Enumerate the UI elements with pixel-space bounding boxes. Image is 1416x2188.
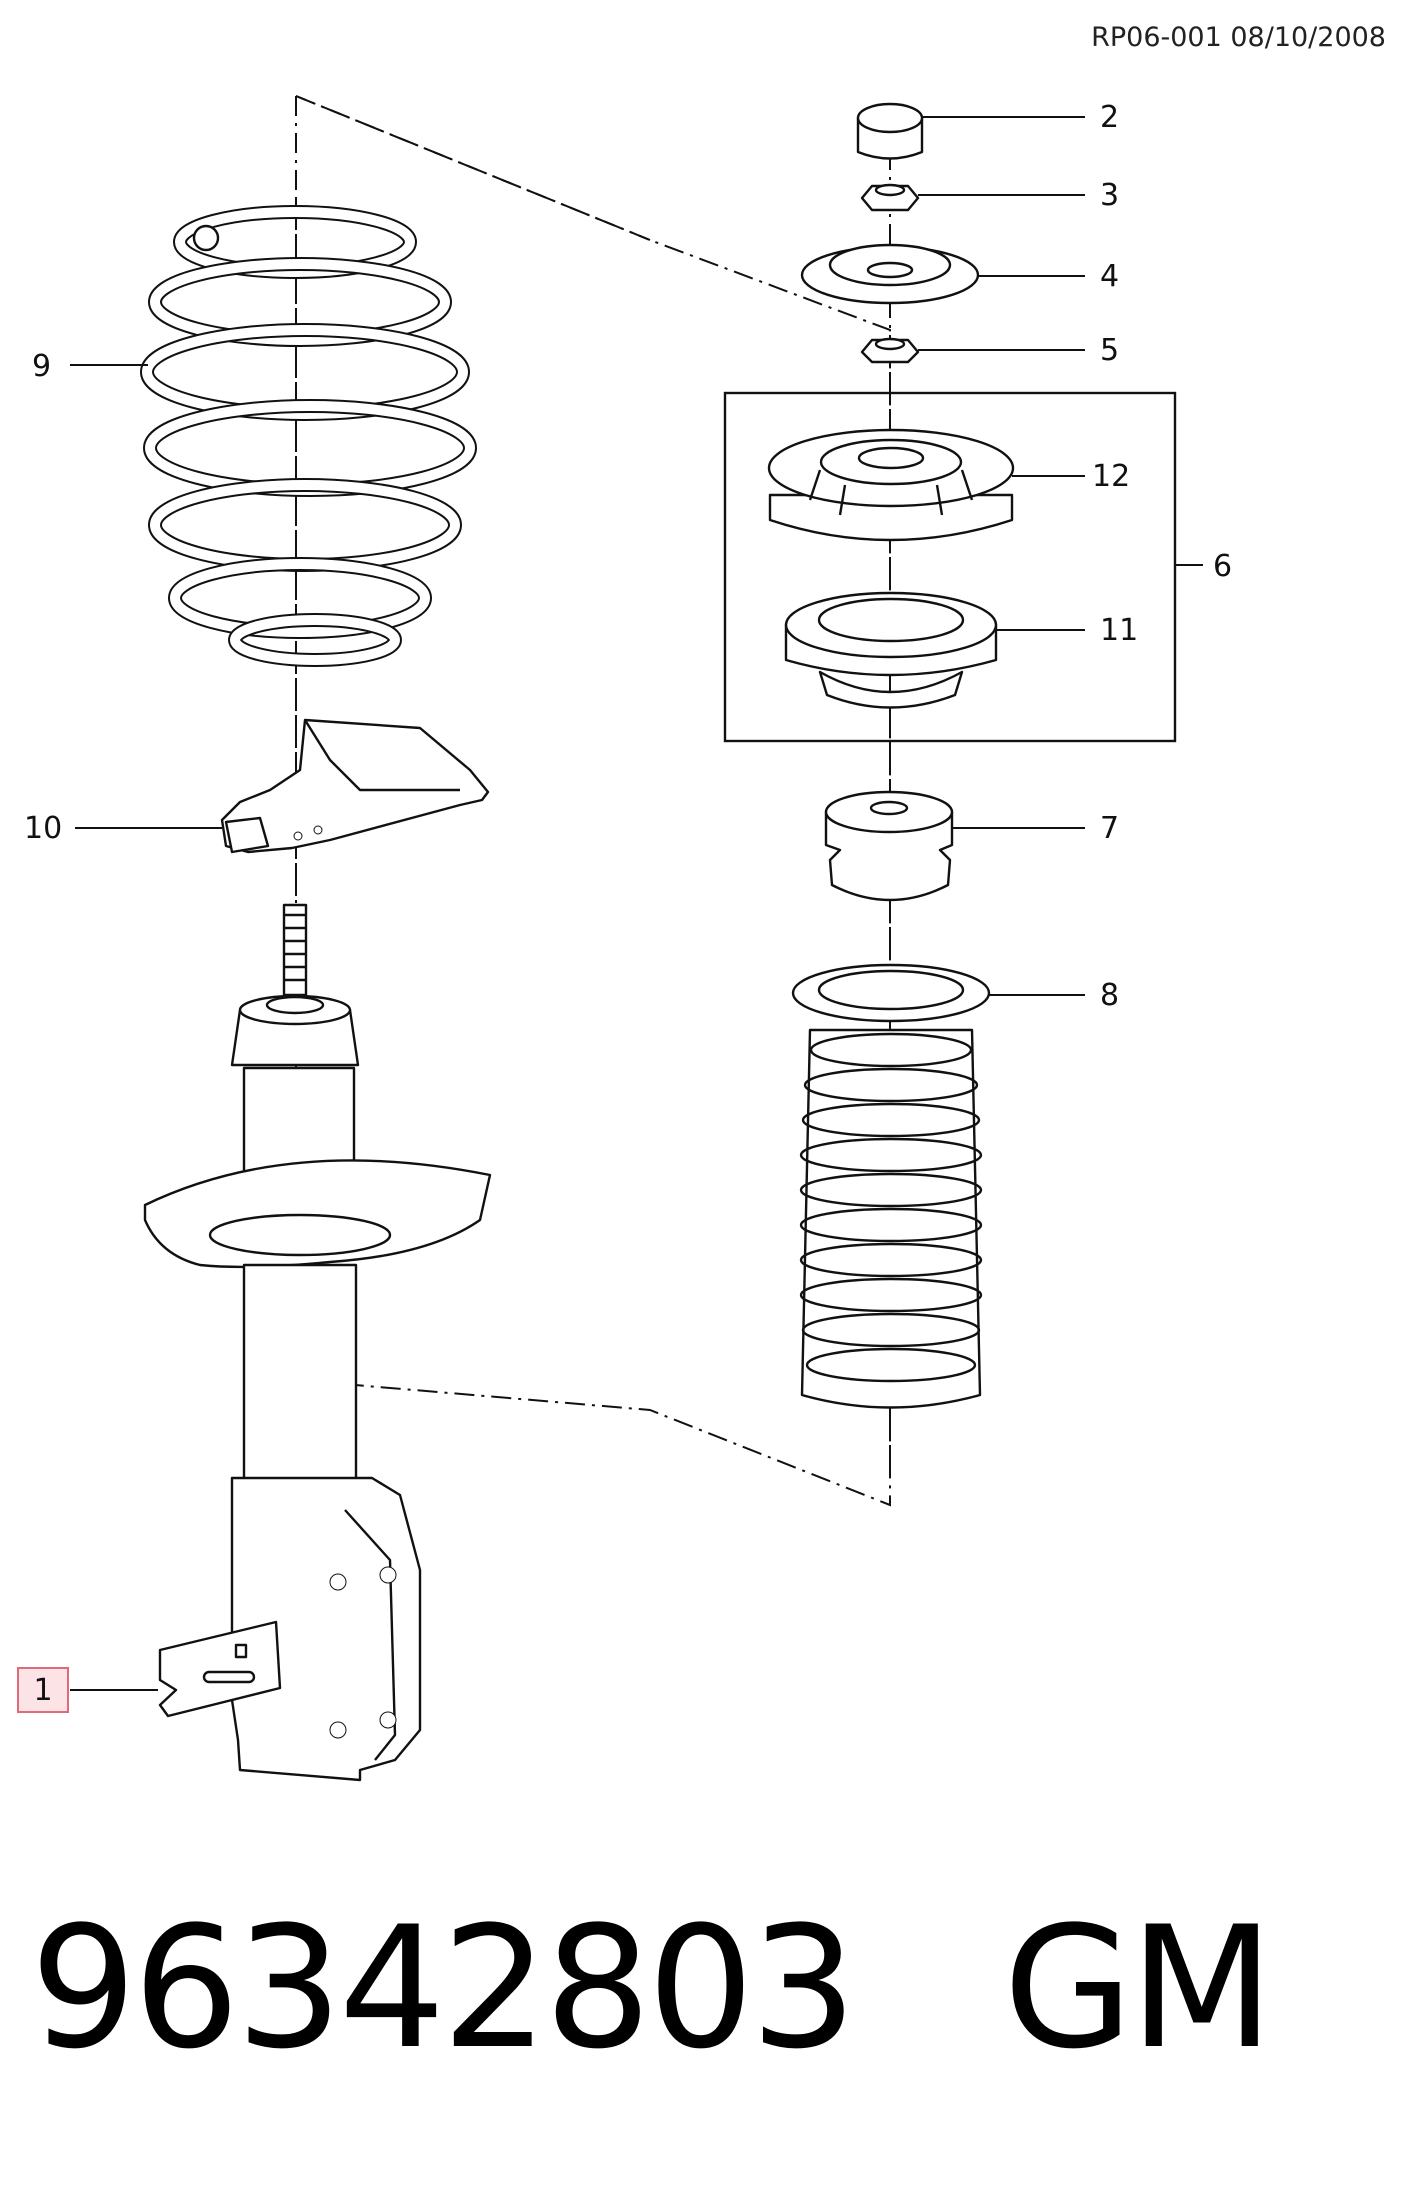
upper-washer [800, 243, 980, 305]
coil-spring [140, 205, 477, 667]
callout-2: 2 [1100, 100, 1119, 135]
lower-nut [860, 337, 920, 364]
spring-insulator [220, 718, 490, 854]
callout-9: 9 [32, 349, 51, 384]
strut-assembly [143, 903, 492, 1782]
brand-name: GM [1003, 1890, 1274, 2086]
bump-stop [824, 790, 954, 902]
part-number-footer: 96342803 GM [30, 1890, 1274, 2086]
part-number: 96342803 [30, 1890, 857, 2086]
callout-3: 3 [1100, 178, 1119, 213]
callout-10: 10 [24, 811, 62, 846]
callout-5: 5 [1100, 333, 1119, 368]
frame-diagonal-top [295, 95, 651, 241]
kit-group-box [723, 391, 1177, 743]
leader-lines [70, 116, 1203, 1691]
callout-4: 4 [1100, 259, 1119, 294]
callout-7: 7 [1100, 811, 1119, 846]
callout-1-highlight [17, 1667, 69, 1713]
callout-6: 6 [1213, 549, 1232, 584]
strut-mount [767, 428, 1015, 542]
assembly-dashed-frame [295, 95, 891, 1507]
callout-11: 11 [1100, 613, 1138, 648]
callout-1: 1 [33, 1673, 52, 1708]
dust-boot [791, 963, 991, 1409]
upper-nut [860, 183, 920, 212]
callout-12: 12 [1092, 459, 1130, 494]
callout-8: 8 [1100, 978, 1119, 1013]
dust-cap [856, 102, 924, 160]
strut-bearing [784, 591, 998, 709]
reference-code: RP06-001 08/10/2008 [1091, 22, 1386, 53]
